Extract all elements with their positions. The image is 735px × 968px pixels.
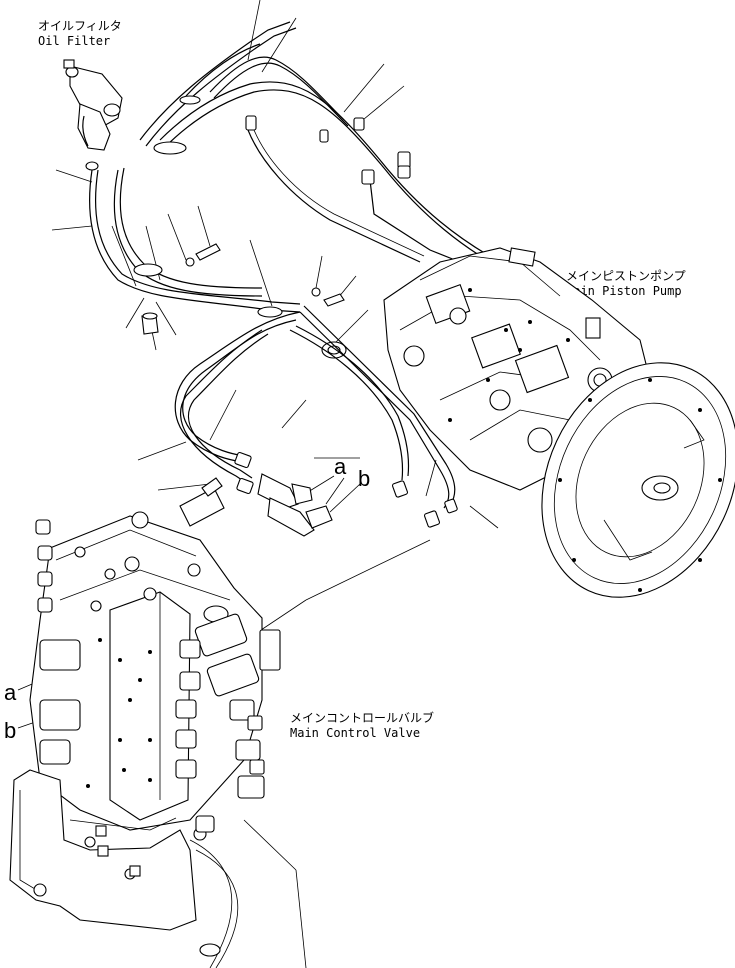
callout-a-upper: a — [334, 454, 347, 479]
valve-solenoids-right — [175, 605, 281, 799]
valve-bracket — [9, 769, 239, 968]
pump-label-jp: メインピストンポンプ — [566, 269, 686, 283]
oil-filter-label-en: Oil Filter — [38, 34, 110, 48]
callout-b-left: b — [4, 718, 16, 743]
valve-label-en: Main Control Valve — [290, 726, 420, 740]
pump-label-en: Main Piston Pump — [566, 284, 682, 298]
lower-fittings — [179, 451, 458, 537]
valve-label-jp: メインコントロールバルブ — [290, 710, 434, 725]
small-hardware — [141, 243, 347, 359]
oil-filter-label-jp: オイルフィルタ — [38, 19, 122, 33]
upper-clamps — [85, 95, 411, 318]
main-piston-pump — [383, 247, 735, 598]
main-control-valve — [9, 511, 281, 968]
callout-a-left: a — [4, 680, 17, 705]
callout-b-upper: b — [358, 466, 370, 491]
hoses-upper — [88, 21, 505, 313]
oil-filter — [63, 59, 123, 151]
valve-spools-left — [35, 519, 81, 765]
